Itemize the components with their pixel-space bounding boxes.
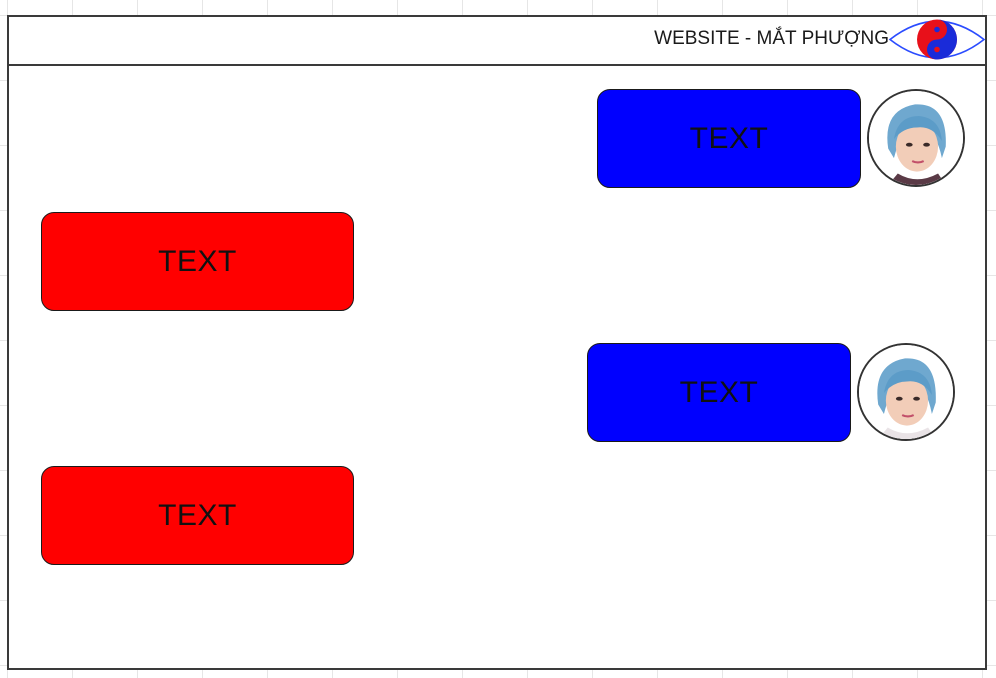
received-message-bubble[interactable]: TEXT	[41, 212, 354, 311]
eye-yin-yang-icon[interactable]	[888, 17, 986, 62]
user-avatar-icon[interactable]	[857, 343, 955, 441]
chat-window: WEBSITE - MẮT PHƯỢNG TEXT	[7, 15, 987, 670]
sent-message-bubble[interactable]: TEXT	[597, 89, 861, 188]
header-bar: WEBSITE - MẮT PHƯỢNG	[9, 17, 986, 66]
sent-message-bubble[interactable]: TEXT	[587, 343, 851, 442]
received-message-bubble[interactable]: TEXT	[41, 466, 354, 565]
site-title: WEBSITE - MẮT PHƯỢNG	[654, 28, 889, 49]
user-avatar-icon[interactable]	[867, 89, 965, 187]
